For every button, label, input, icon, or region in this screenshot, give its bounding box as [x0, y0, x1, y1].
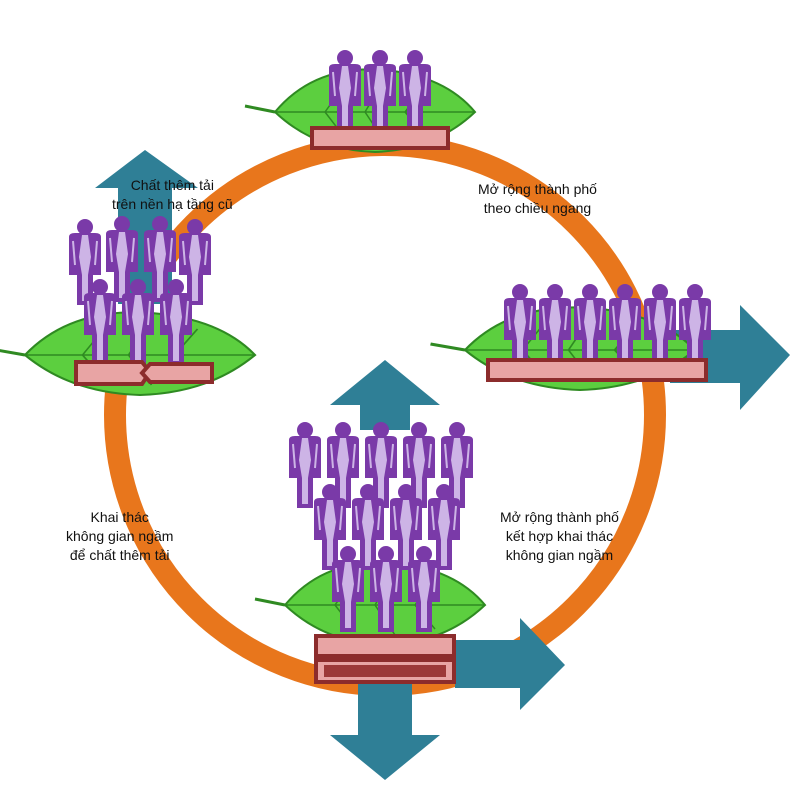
label-horizontal-expansion: Mở rộng thành phố theo chiều ngang — [478, 180, 597, 218]
label-line: Khai thác — [90, 509, 149, 525]
label-line: kết hợp khai thác — [505, 528, 614, 544]
underground-layer — [324, 665, 446, 677]
stage-left — [0, 150, 257, 397]
label-line: trên nền hạ tầng cũ — [112, 196, 233, 212]
label-line: Mở rộng thành phố — [500, 509, 619, 525]
cracked-platform-left — [74, 360, 153, 386]
label-line: Chất thêm tải — [130, 177, 214, 193]
label-line: để chất thêm tải — [69, 547, 170, 563]
person-icon — [288, 421, 322, 509]
arrow-up-icon — [95, 150, 198, 215]
stage-top — [243, 49, 477, 154]
label-line: theo chiều ngang — [483, 200, 592, 216]
arrow-down-icon — [330, 680, 440, 780]
label-combined-expansion: Mở rộng thành phố kết hợp khai thác khôn… — [500, 508, 619, 565]
platform — [486, 358, 708, 382]
stage-bottom — [253, 360, 565, 780]
label-line: Mở rộng thành phố — [478, 181, 597, 197]
platform — [314, 634, 456, 658]
arrow-up-icon — [330, 360, 440, 430]
label-underground: Khai thác không gian ngầm để chất thêm t… — [66, 508, 173, 565]
stage-right — [428, 283, 790, 410]
label-line: không gian ngầm — [505, 547, 614, 563]
arrow-right-icon — [455, 618, 565, 710]
label-line: không gian ngầm — [66, 528, 174, 544]
cracked-platform-right — [139, 362, 214, 384]
label-densify: Chất thêm tải trên nền hạ tầng cũ — [112, 176, 233, 214]
platform — [310, 126, 450, 150]
